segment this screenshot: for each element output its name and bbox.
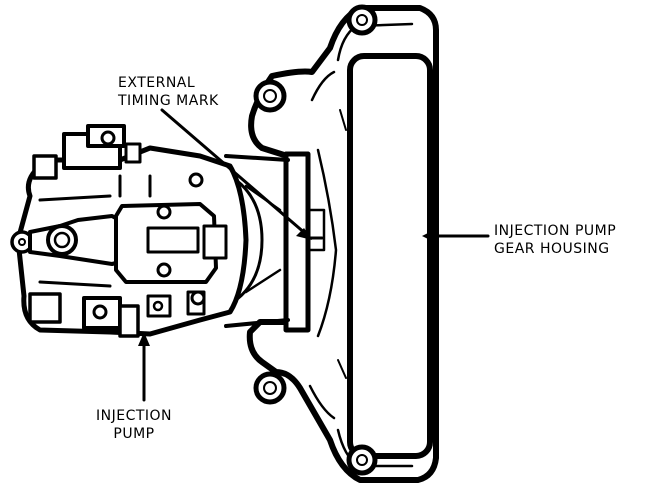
- bolt-hole-icon: [346, 444, 378, 476]
- label-line: GEAR HOUSING: [494, 241, 610, 257]
- arrowhead-icon: [296, 228, 312, 240]
- label-line: PUMP: [113, 426, 155, 442]
- label-line: INJECTION PUMP: [494, 223, 617, 239]
- label-injection-pump: INJECTION PUMP: [96, 407, 172, 443]
- label-line: TIMING MARK: [118, 93, 219, 109]
- label-gear-housing: INJECTION PUMP GEAR HOUSING: [494, 222, 616, 258]
- label-line: EXTERNAL: [118, 75, 196, 91]
- pump-mounting-collar: [224, 151, 311, 333]
- bolt-hole-icon: [253, 79, 287, 113]
- injection-pump-body: [10, 124, 249, 338]
- bolt-hole-icon: [253, 371, 287, 405]
- arrowhead-icon: [422, 229, 436, 243]
- gear-housing: [246, 4, 439, 483]
- leader-lines: [142, 108, 490, 402]
- label-external-timing-mark: EXTERNAL TIMING MARK: [118, 74, 219, 110]
- arrowhead-icon: [138, 332, 150, 346]
- bolt-hole-icon: [346, 4, 378, 36]
- label-line: INJECTION: [96, 408, 173, 424]
